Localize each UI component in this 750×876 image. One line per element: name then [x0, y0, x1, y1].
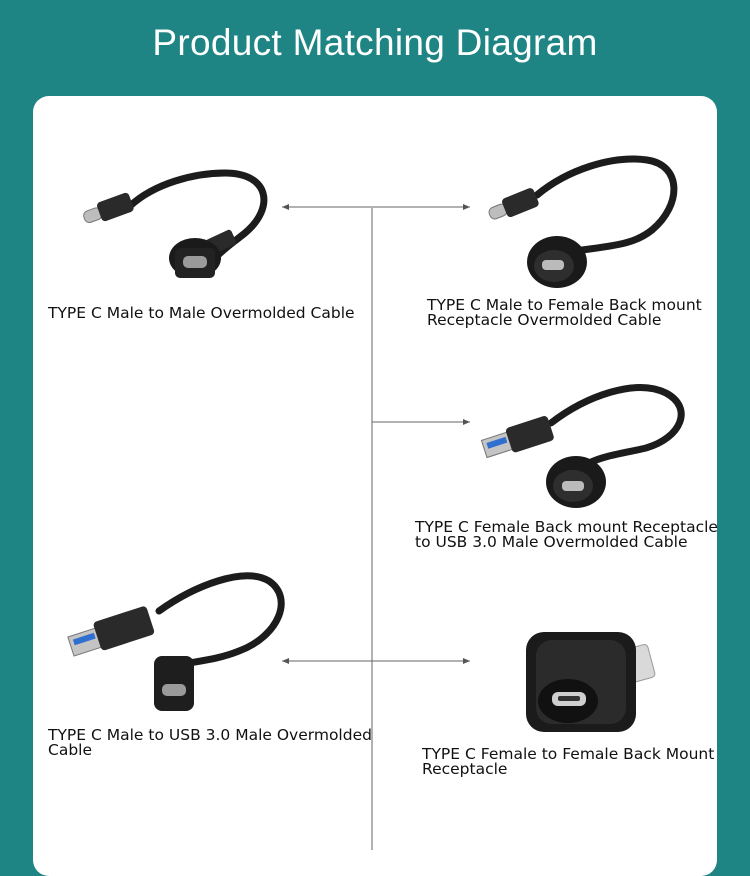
product-image-typec-female-female-receptacle — [526, 632, 656, 732]
product-label-1: TYPE C Male to Male Overmolded Cable — [48, 304, 355, 322]
page-title: Product Matching Diagram — [152, 22, 598, 63]
product-label-2-line1: TYPE C Male to Female Back mount — [427, 296, 702, 314]
product-label-3: TYPE C Female Back mount Receptacle to U… — [415, 518, 718, 551]
connection-lines — [282, 204, 470, 850]
product-label-4-line1: TYPE C Male to USB 3.0 Male Overmolded — [48, 726, 372, 744]
product-label-3-line2: to USB 3.0 Male Overmolded Cable — [415, 533, 688, 551]
product-image-typec-male-female-backmount-cable — [488, 155, 678, 288]
product-label-2: TYPE C Male to Female Back mount Recepta… — [427, 296, 702, 329]
product-label-5-line2: Receptacle — [422, 760, 508, 778]
product-label-4-line2: Cable — [48, 741, 93, 759]
product-label-3-line1: TYPE C Female Back mount Receptacle — [415, 518, 718, 536]
product-image-typec-male-usb3-cable — [67, 572, 285, 711]
product-image-typec-female-usb3-cable — [480, 384, 685, 508]
product-label-2-line2: Receptacle Overmolded Cable — [427, 311, 662, 329]
product-image-typec-male-male-cable — [83, 169, 268, 278]
product-label-5: TYPE C Female to Female Back Mount Recep… — [422, 745, 715, 778]
product-label-4: TYPE C Male to USB 3.0 Male Overmolded C… — [48, 726, 372, 759]
product-label-1-line1: TYPE C Male to Male Overmolded Cable — [48, 304, 355, 322]
product-label-5-line1: TYPE C Female to Female Back Mount — [422, 745, 715, 763]
